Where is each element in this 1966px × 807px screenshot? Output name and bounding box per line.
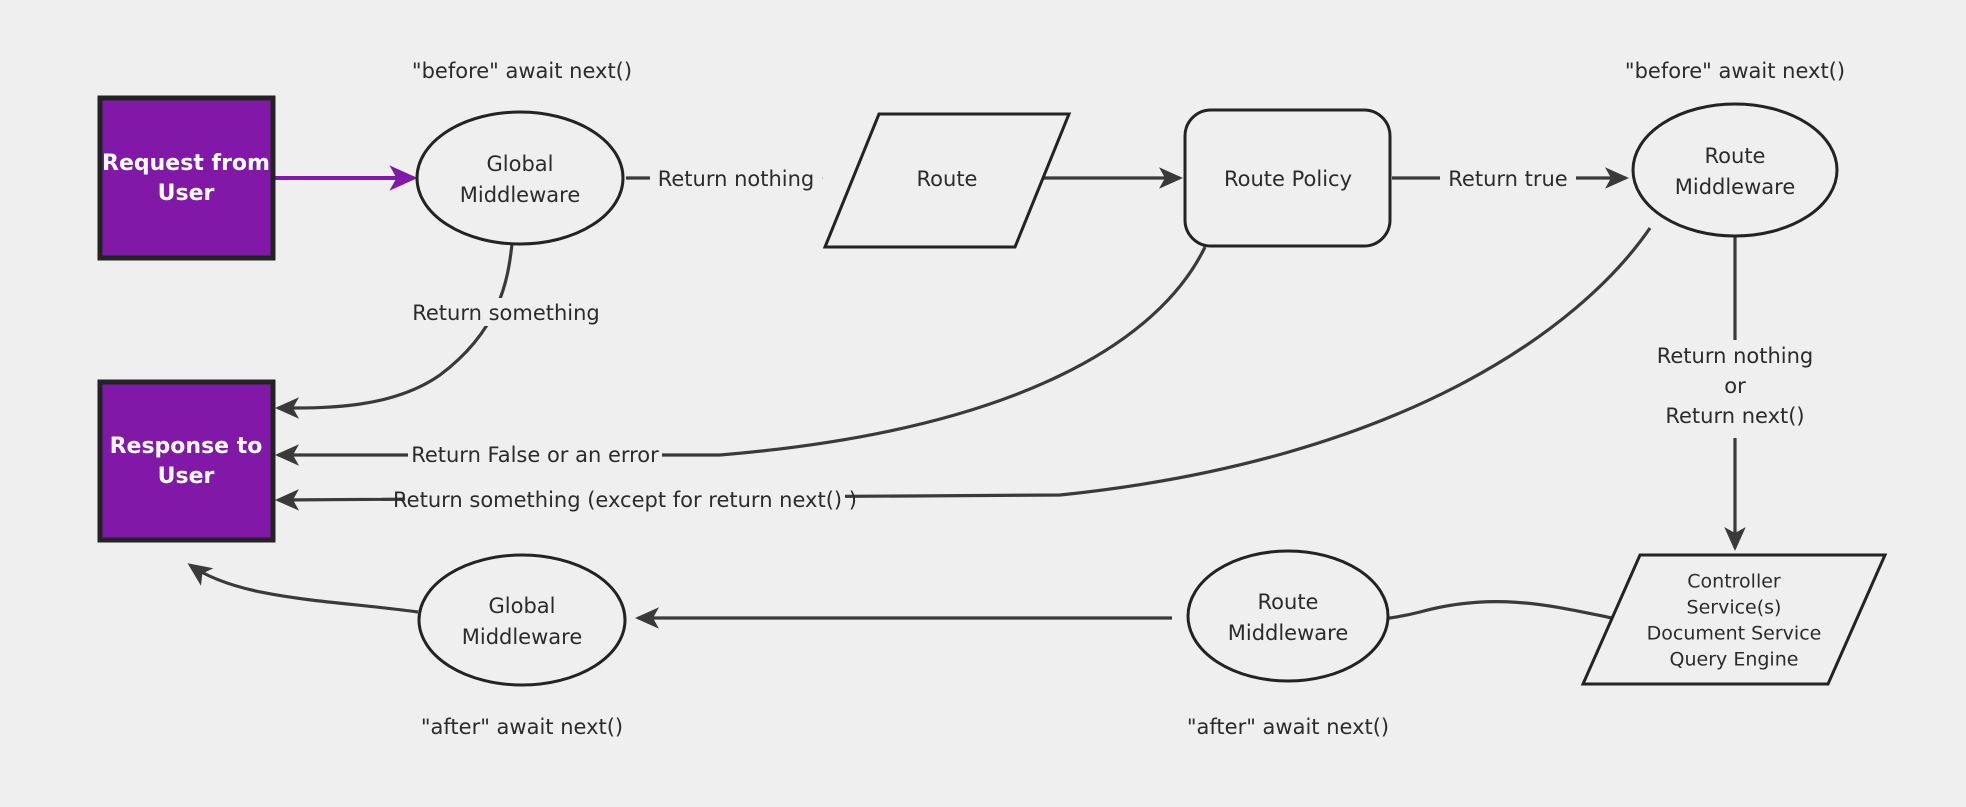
global-middleware-top-label-line2: Middleware bbox=[460, 183, 581, 207]
node-controller-stack[interactable]: Controller Service(s) Document Service Q… bbox=[1580, 553, 1888, 686]
node-route-middleware-bottom[interactable]: Route Middleware bbox=[1186, 549, 1390, 683]
route-policy-shape bbox=[1183, 108, 1392, 248]
controller-stack-label-line4: Query Engine bbox=[1670, 649, 1799, 671]
node-global-middleware-top[interactable]: Global Middleware bbox=[415, 110, 625, 246]
request-from-user-shape bbox=[97, 95, 276, 261]
return-nothing-or-next-line3: Return next() bbox=[1665, 404, 1804, 428]
edge-label-return-nothing-or-next: Return nothing or bbox=[1638, 342, 1832, 438]
edge-global-middleware-bottom-to-response bbox=[187, 563, 419, 614]
controller-stack-shape bbox=[1580, 553, 1888, 686]
node-global-middleware-bottom[interactable]: Global Middleware bbox=[417, 553, 627, 687]
route-label: Route bbox=[917, 167, 978, 191]
global-middleware-top-shape bbox=[415, 110, 625, 246]
route-shape bbox=[822, 112, 1072, 249]
route-middleware-top-shape bbox=[1631, 102, 1839, 238]
route-middleware-top-label-line2: Middleware bbox=[1675, 175, 1796, 199]
return-something-except-next-text: Return something (except for return next… bbox=[393, 488, 857, 512]
return-nothing-or-next-line1: Return nothing bbox=[1657, 344, 1814, 368]
return-nothing-or-next-line2: or bbox=[1724, 374, 1746, 398]
edge-label-return-next: Return next() bbox=[1665, 404, 1804, 428]
annotation-after-await-next-route: "after" await next() bbox=[1187, 715, 1389, 739]
route-policy-label: Route Policy bbox=[1224, 167, 1352, 191]
global-middleware-bottom-shape bbox=[417, 553, 627, 687]
route-middleware-bottom-label-line1: Route bbox=[1258, 590, 1319, 614]
return-nothing-text: Return nothing bbox=[658, 167, 815, 191]
edge-label-return-true: Return true bbox=[1440, 164, 1576, 192]
request-from-user-label-line2: User bbox=[158, 181, 215, 206]
return-something-global-text: Return something bbox=[412, 301, 600, 325]
global-middleware-bottom-label-line1: Global bbox=[489, 594, 556, 618]
annotation-before-await-next-route: "before" await next() bbox=[1625, 59, 1845, 83]
annotation-after-await-next-global: "after" await next() bbox=[421, 715, 623, 739]
annotation-before-await-next-global: "before" await next() bbox=[412, 59, 632, 83]
route-middleware-bottom-shape bbox=[1186, 549, 1390, 683]
controller-stack-label-line2: Service(s) bbox=[1687, 597, 1782, 619]
node-route[interactable]: Route bbox=[822, 112, 1072, 249]
global-middleware-top-label-line1: Global bbox=[487, 152, 554, 176]
node-route-policy[interactable]: Route Policy bbox=[1183, 108, 1392, 248]
route-middleware-top-label-line1: Route bbox=[1705, 144, 1766, 168]
request-from-user-label-line1: Request from bbox=[102, 151, 270, 176]
edge-label-return-false-or-error: Return False or an error bbox=[408, 441, 662, 469]
route-middleware-bottom-label-line2: Middleware bbox=[1228, 621, 1349, 645]
controller-stack-label-line1: Controller bbox=[1687, 571, 1781, 593]
global-middleware-bottom-label-line2: Middleware bbox=[462, 625, 583, 649]
edge-route-middleware-return-something bbox=[275, 227, 1652, 511]
edge-label-return-something-global: Return something bbox=[408, 298, 604, 326]
edge-label-return-nothing: Return nothing bbox=[650, 164, 822, 192]
node-route-middleware-top[interactable]: Route Middleware bbox=[1631, 102, 1839, 238]
controller-stack-label-line3: Document Service bbox=[1647, 623, 1822, 645]
node-response-to-user[interactable]: Response to User bbox=[97, 379, 276, 543]
edge-route-policy-return-false bbox=[275, 246, 1207, 466]
response-to-user-label-line2: User bbox=[158, 464, 215, 489]
return-false-or-error-text: Return False or an error bbox=[411, 443, 659, 467]
edge-global-middleware-return-something bbox=[275, 243, 514, 419]
return-true-text: Return true bbox=[1448, 167, 1567, 191]
edge-label-return-something-except-next: Return something (except for return next… bbox=[393, 486, 857, 514]
node-request-from-user[interactable]: Request from User bbox=[97, 95, 276, 261]
response-to-user-label-line1: Response to bbox=[110, 434, 263, 459]
response-to-user-shape bbox=[97, 379, 276, 543]
